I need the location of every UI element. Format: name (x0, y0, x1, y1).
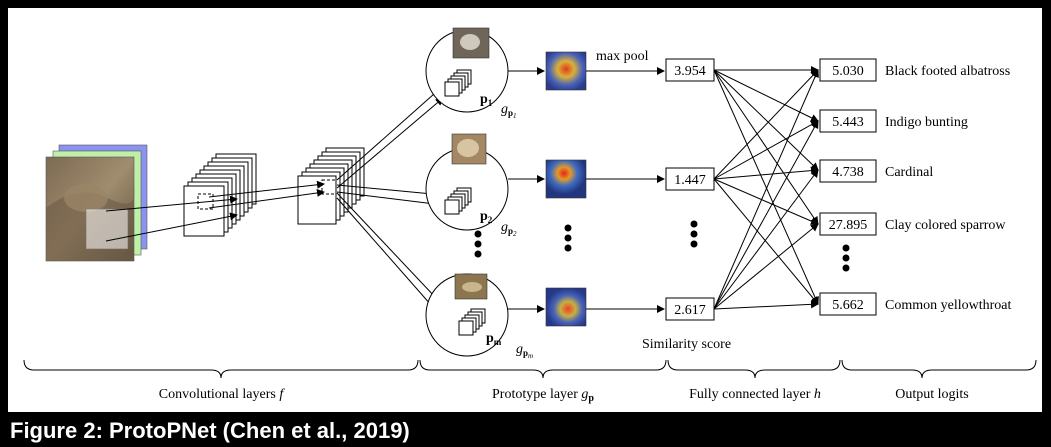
proto1-p-sub: 1 (488, 98, 493, 108)
protom-g-subsub: m (528, 352, 533, 360)
logit-class-4: Clay colored sparrow (885, 218, 1006, 233)
protom-g: g (516, 342, 523, 357)
brace-conv (23, 359, 419, 379)
fully-connected-lines (713, 66, 819, 310)
svg-text:gpm: gpm (516, 342, 533, 360)
protom-p-sub: m (494, 337, 502, 347)
activation-heatmap-1 (545, 51, 587, 91)
arrow-conv1-conv2-top (208, 180, 325, 198)
protom-p: p (486, 331, 494, 346)
proto1-p: p (480, 92, 488, 107)
score-value-1: 3.954 (674, 64, 706, 79)
score-value-2: 1.447 (674, 173, 706, 188)
logit-box-3 (819, 159, 877, 183)
prototype-1: p1 gp1 (425, 27, 517, 120)
brace-out (841, 359, 1037, 379)
logit-value-5: 5.662 (832, 298, 864, 313)
arrow-input-conv1-top (105, 195, 238, 212)
proto2-p: p (480, 209, 488, 224)
logit-value-4: 27.895 (829, 218, 868, 233)
section-label-fc: Fully connected layer h (689, 387, 821, 402)
proto1-g: g (501, 102, 508, 117)
brace-proto (419, 359, 667, 379)
proto2-p-sub: 2 (488, 215, 493, 225)
section-label-proto: Prototype layer gp (492, 387, 594, 404)
section-label-conv: Convolutional layers f (159, 387, 286, 402)
arrow-input-conv1-bottom (105, 212, 238, 242)
score-value-m: 2.617 (674, 303, 706, 318)
section-label-output: Output logits (895, 387, 969, 402)
logit-value-3: 4.738 (832, 165, 864, 180)
svg-text:gp2: gp2 (501, 220, 517, 238)
proto1-g-sub: p (508, 108, 513, 118)
proto2-g: g (501, 220, 508, 235)
arrow-conv1-conv2-bottom (208, 189, 325, 209)
svg-text:p1: p1 (480, 92, 493, 108)
figure-caption: Figure 2: ProtoPNet (Chen et al., 2019) (10, 418, 410, 443)
logit-box-5 (819, 292, 877, 316)
svg-text:p2: p2 (480, 209, 493, 225)
figure-panel: p1 gp1 p2 gp2 pm gpm (8, 8, 1042, 412)
logit-box-4 (819, 212, 877, 236)
activation-heatmap-m (545, 287, 587, 327)
conv-layer-2 (297, 147, 365, 225)
prototype-m: pm gpm (425, 273, 533, 360)
logit-class-2: Indigo bunting (885, 115, 968, 130)
logit-box-1 (819, 58, 877, 82)
protom-g-sub: p (523, 348, 528, 358)
logit-class-3: Cardinal (885, 165, 933, 180)
logit-box-2 (819, 109, 877, 133)
input-image-stack (45, 144, 148, 262)
arrow-to-proto2-b (336, 191, 444, 209)
max-pool-label: max pool (596, 49, 649, 64)
svg-text:gp1: gp1 (501, 102, 517, 120)
logit-value-2: 5.443 (832, 115, 864, 130)
input-patch-box (85, 208, 129, 250)
arrow-to-proto2-a (336, 184, 444, 199)
ellipsis-dots-prototypes (474, 230, 482, 258)
proto1-g-subsub: 1 (513, 112, 517, 120)
svg-text:pm: pm (486, 331, 502, 347)
ellipsis-dots-logits (842, 244, 850, 272)
ellipsis-dots-scores (690, 220, 698, 248)
similarity-score-label: Similarity score (642, 337, 731, 352)
prototype-2: p2 gp2 (425, 133, 517, 238)
protopnet-diagram: p1 gp1 p2 gp2 pm gpm (23, 27, 1037, 404)
arrow-to-proto1-a (336, 85, 444, 181)
logit-class-5: Common yellowthroat (885, 298, 1011, 313)
arrow-to-proto1-b (336, 97, 444, 189)
proto2-g-sub: p (508, 226, 513, 236)
logit-class-1: Black footed albatross (885, 64, 1010, 79)
proto2-g-subsub: 2 (513, 230, 517, 238)
activation-heatmap-2 (545, 159, 587, 199)
brace-fc (667, 359, 841, 379)
ellipsis-dots-heatmaps (564, 224, 572, 252)
logit-value-1: 5.030 (832, 64, 864, 79)
